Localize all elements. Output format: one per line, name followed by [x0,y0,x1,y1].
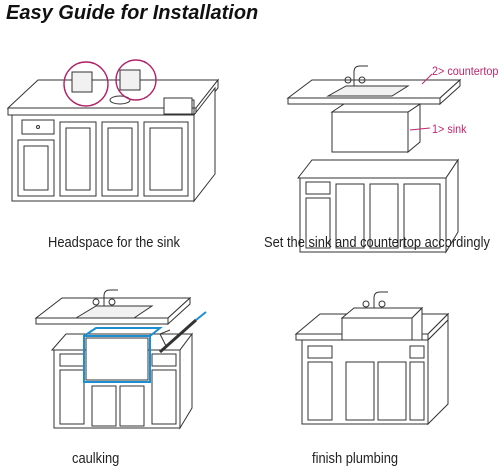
step-2-panel: 2> countertop 1> sink Set the sink and c… [250,0,500,260]
callout-sink: 1> sink [432,122,467,136]
step-3-caption: caulking [72,450,119,467]
step-1-illustration [0,0,250,260]
step-4-panel: finish plumbing [250,260,500,472]
step-4-illustration [250,260,500,472]
step-1-panel: Headspace for the sink [0,0,250,260]
step-2-caption: Set the sink and countertop accordingly [264,234,490,251]
step-4-caption: finish plumbing [312,450,398,467]
step-3-illustration [0,260,250,472]
callout-countertop: 2> countertop [432,64,498,78]
step-3-panel: caulking [0,260,250,472]
step-1-caption: Headspace for the sink [48,234,180,251]
